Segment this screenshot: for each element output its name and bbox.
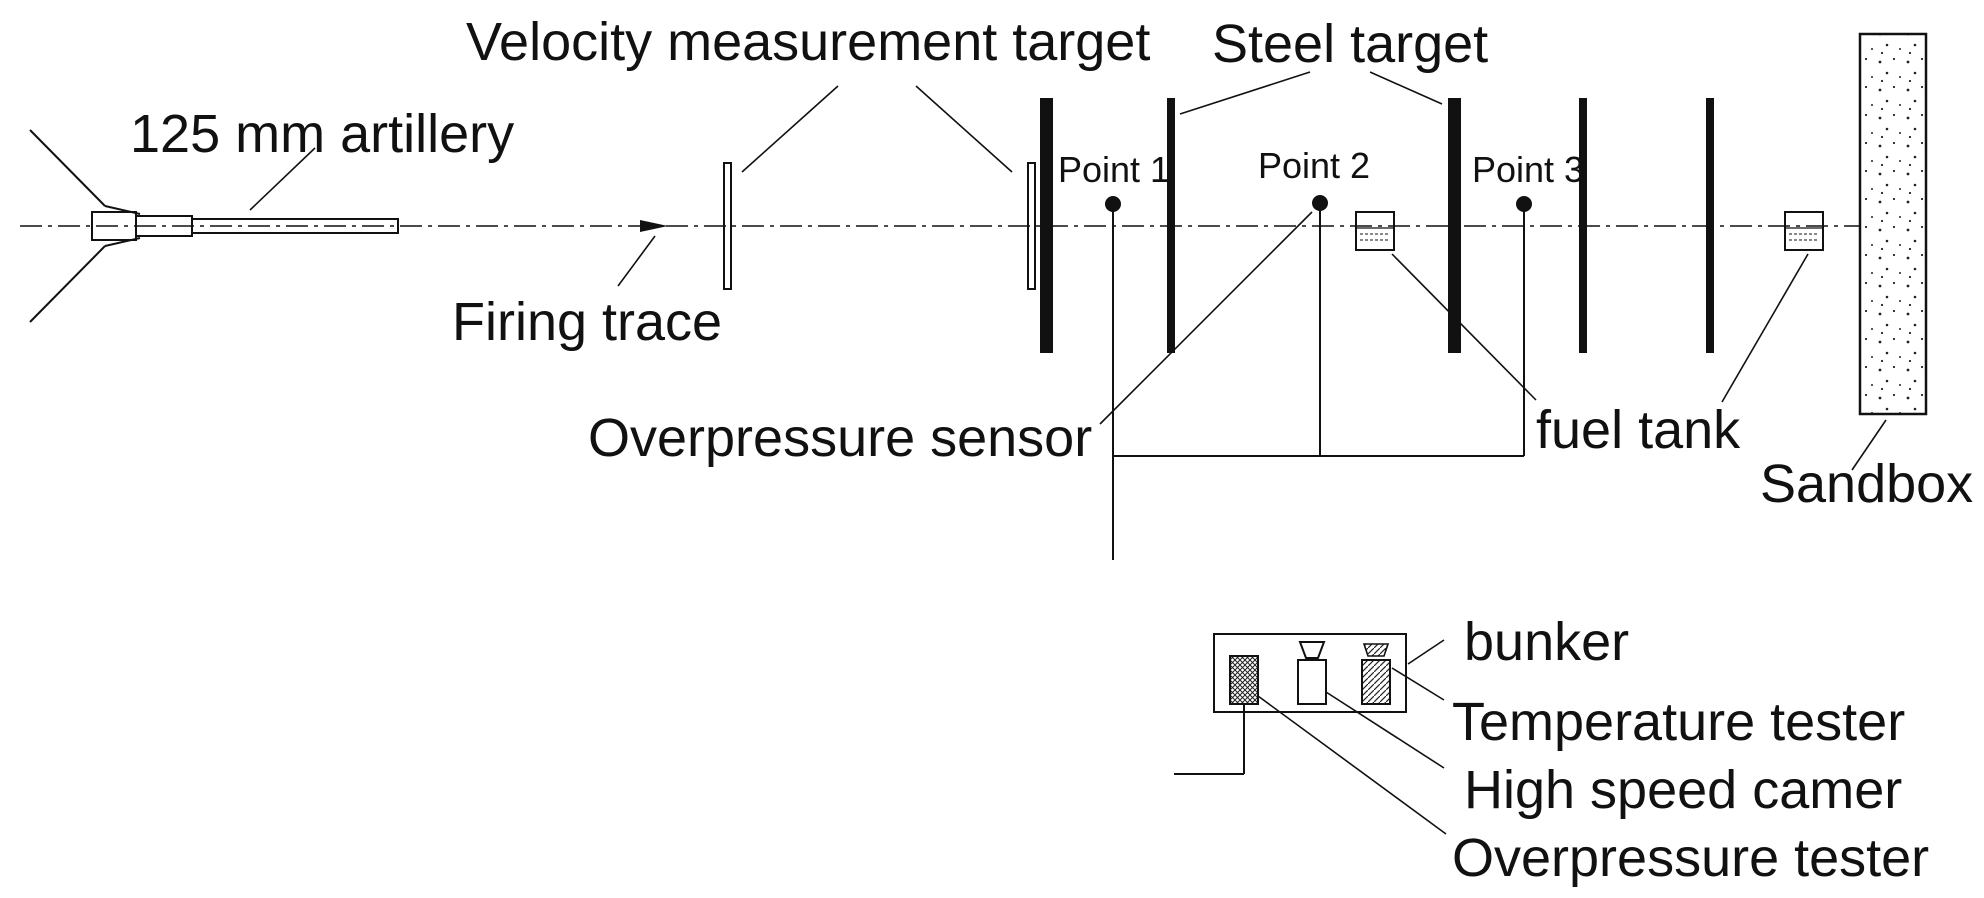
steel-target-label: Steel target [1212, 14, 1488, 74]
temperature-tester-leader [1391, 667, 1445, 701]
fuel-tank-leader-1 [1391, 253, 1537, 401]
point2-marker [1312, 195, 1328, 211]
bunker-leader [1407, 639, 1445, 665]
artillery-label: 125 mm artillery [130, 104, 514, 164]
steel-target-4 [1579, 98, 1587, 353]
velocity-target-label: Velocity measurement target [466, 12, 1150, 72]
velocity-target-leader-1 [741, 85, 839, 173]
temperature-tester-label: Temperature tester [1452, 692, 1905, 752]
fuel-tank-1 [1355, 211, 1395, 251]
fuel-tank-2 [1784, 211, 1824, 251]
steel-target-leader-1 [1179, 71, 1311, 115]
overpressure-tester-device [1229, 655, 1259, 705]
artillery-leader [249, 147, 316, 211]
point1-label: Point 1 [1058, 149, 1170, 190]
velocity-target-2 [1027, 162, 1036, 290]
velocity-target-leader-2 [915, 85, 1013, 173]
bunker-box [1213, 633, 1407, 713]
firing-trace-leader [617, 235, 656, 287]
high-speed-camera-device [1297, 641, 1327, 705]
overpressure-tester-leader [1257, 695, 1447, 835]
overpressure-tester-label: Overpressure tester [1452, 828, 1929, 888]
sandbox-label: Sandbox [1760, 454, 1973, 514]
high-speed-camera-label: High speed camer [1464, 760, 1902, 820]
sandbox-box [1858, 32, 1928, 416]
steel-target-5 [1706, 98, 1714, 353]
fuel-tank-label: fuel tank [1536, 400, 1741, 460]
projectile-arrow [640, 220, 668, 232]
artillery-gun [29, 129, 399, 323]
fuel-tank-leader-2 [1721, 253, 1809, 403]
firing-trace-label: Firing trace [452, 292, 722, 352]
point3-label: Point 3 [1472, 149, 1584, 190]
point2-label: Point 2 [1258, 145, 1370, 186]
temperature-tester-device [1361, 643, 1391, 705]
velocity-target-1 [723, 162, 732, 290]
sandbox-leader [1851, 419, 1887, 471]
overpressure-sensor-label: Overpressure sensor [588, 408, 1092, 468]
bunker-label: bunker [1464, 612, 1629, 672]
steel-target-1 [1040, 98, 1053, 353]
overpressure-sensor-leader [1099, 211, 1313, 425]
steel-target-2 [1167, 98, 1175, 353]
high-speed-camera-leader [1325, 691, 1445, 769]
steel-target-leader-2 [1369, 71, 1443, 105]
sensor-cables [1112, 204, 1525, 560]
steel-target-3 [1448, 98, 1461, 353]
